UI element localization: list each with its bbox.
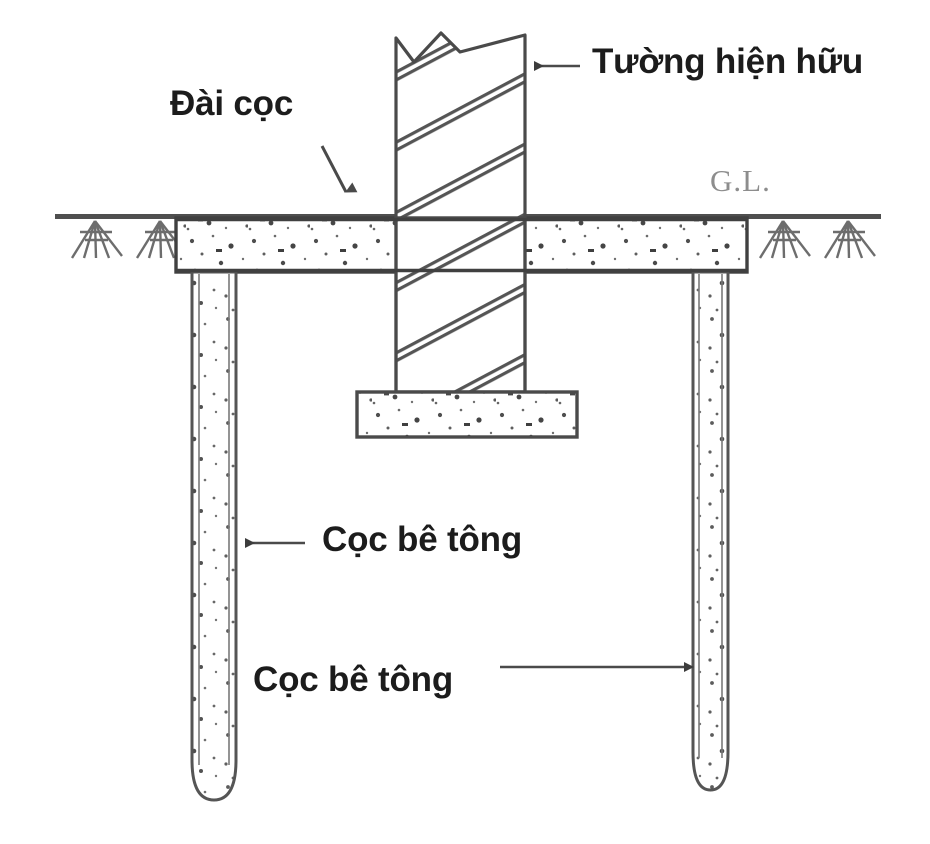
hatch-marks-left	[70, 220, 188, 259]
label-coc-be-tong-2: Cọc bê tông	[253, 660, 454, 699]
label-dai-coc: Đài cọc	[170, 84, 294, 123]
hatch-marks-right	[758, 220, 876, 259]
leader-dai-coc	[320, 145, 358, 193]
label-coc-be-tong-1: Cọc bê tông	[322, 520, 523, 559]
wall-strip-footing	[355, 390, 579, 439]
label-tuong-hien-huu: Tường hiện hữu	[592, 42, 864, 81]
concrete-pile-left	[190, 270, 238, 802]
existing-masonry-wall	[394, 31, 527, 394]
pile-cap-over-wall	[176, 217, 747, 273]
concrete-pile-right	[691, 270, 730, 792]
label-ground-level: G.L.	[710, 163, 771, 198]
